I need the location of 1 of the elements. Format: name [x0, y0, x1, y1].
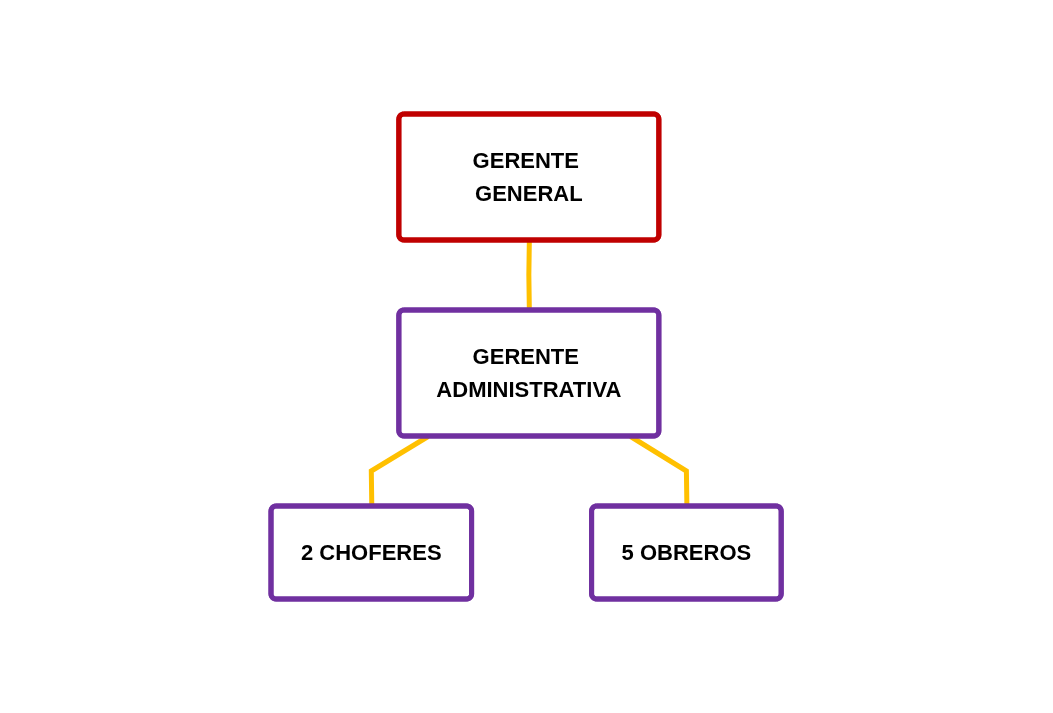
connector — [526, 240, 533, 311]
